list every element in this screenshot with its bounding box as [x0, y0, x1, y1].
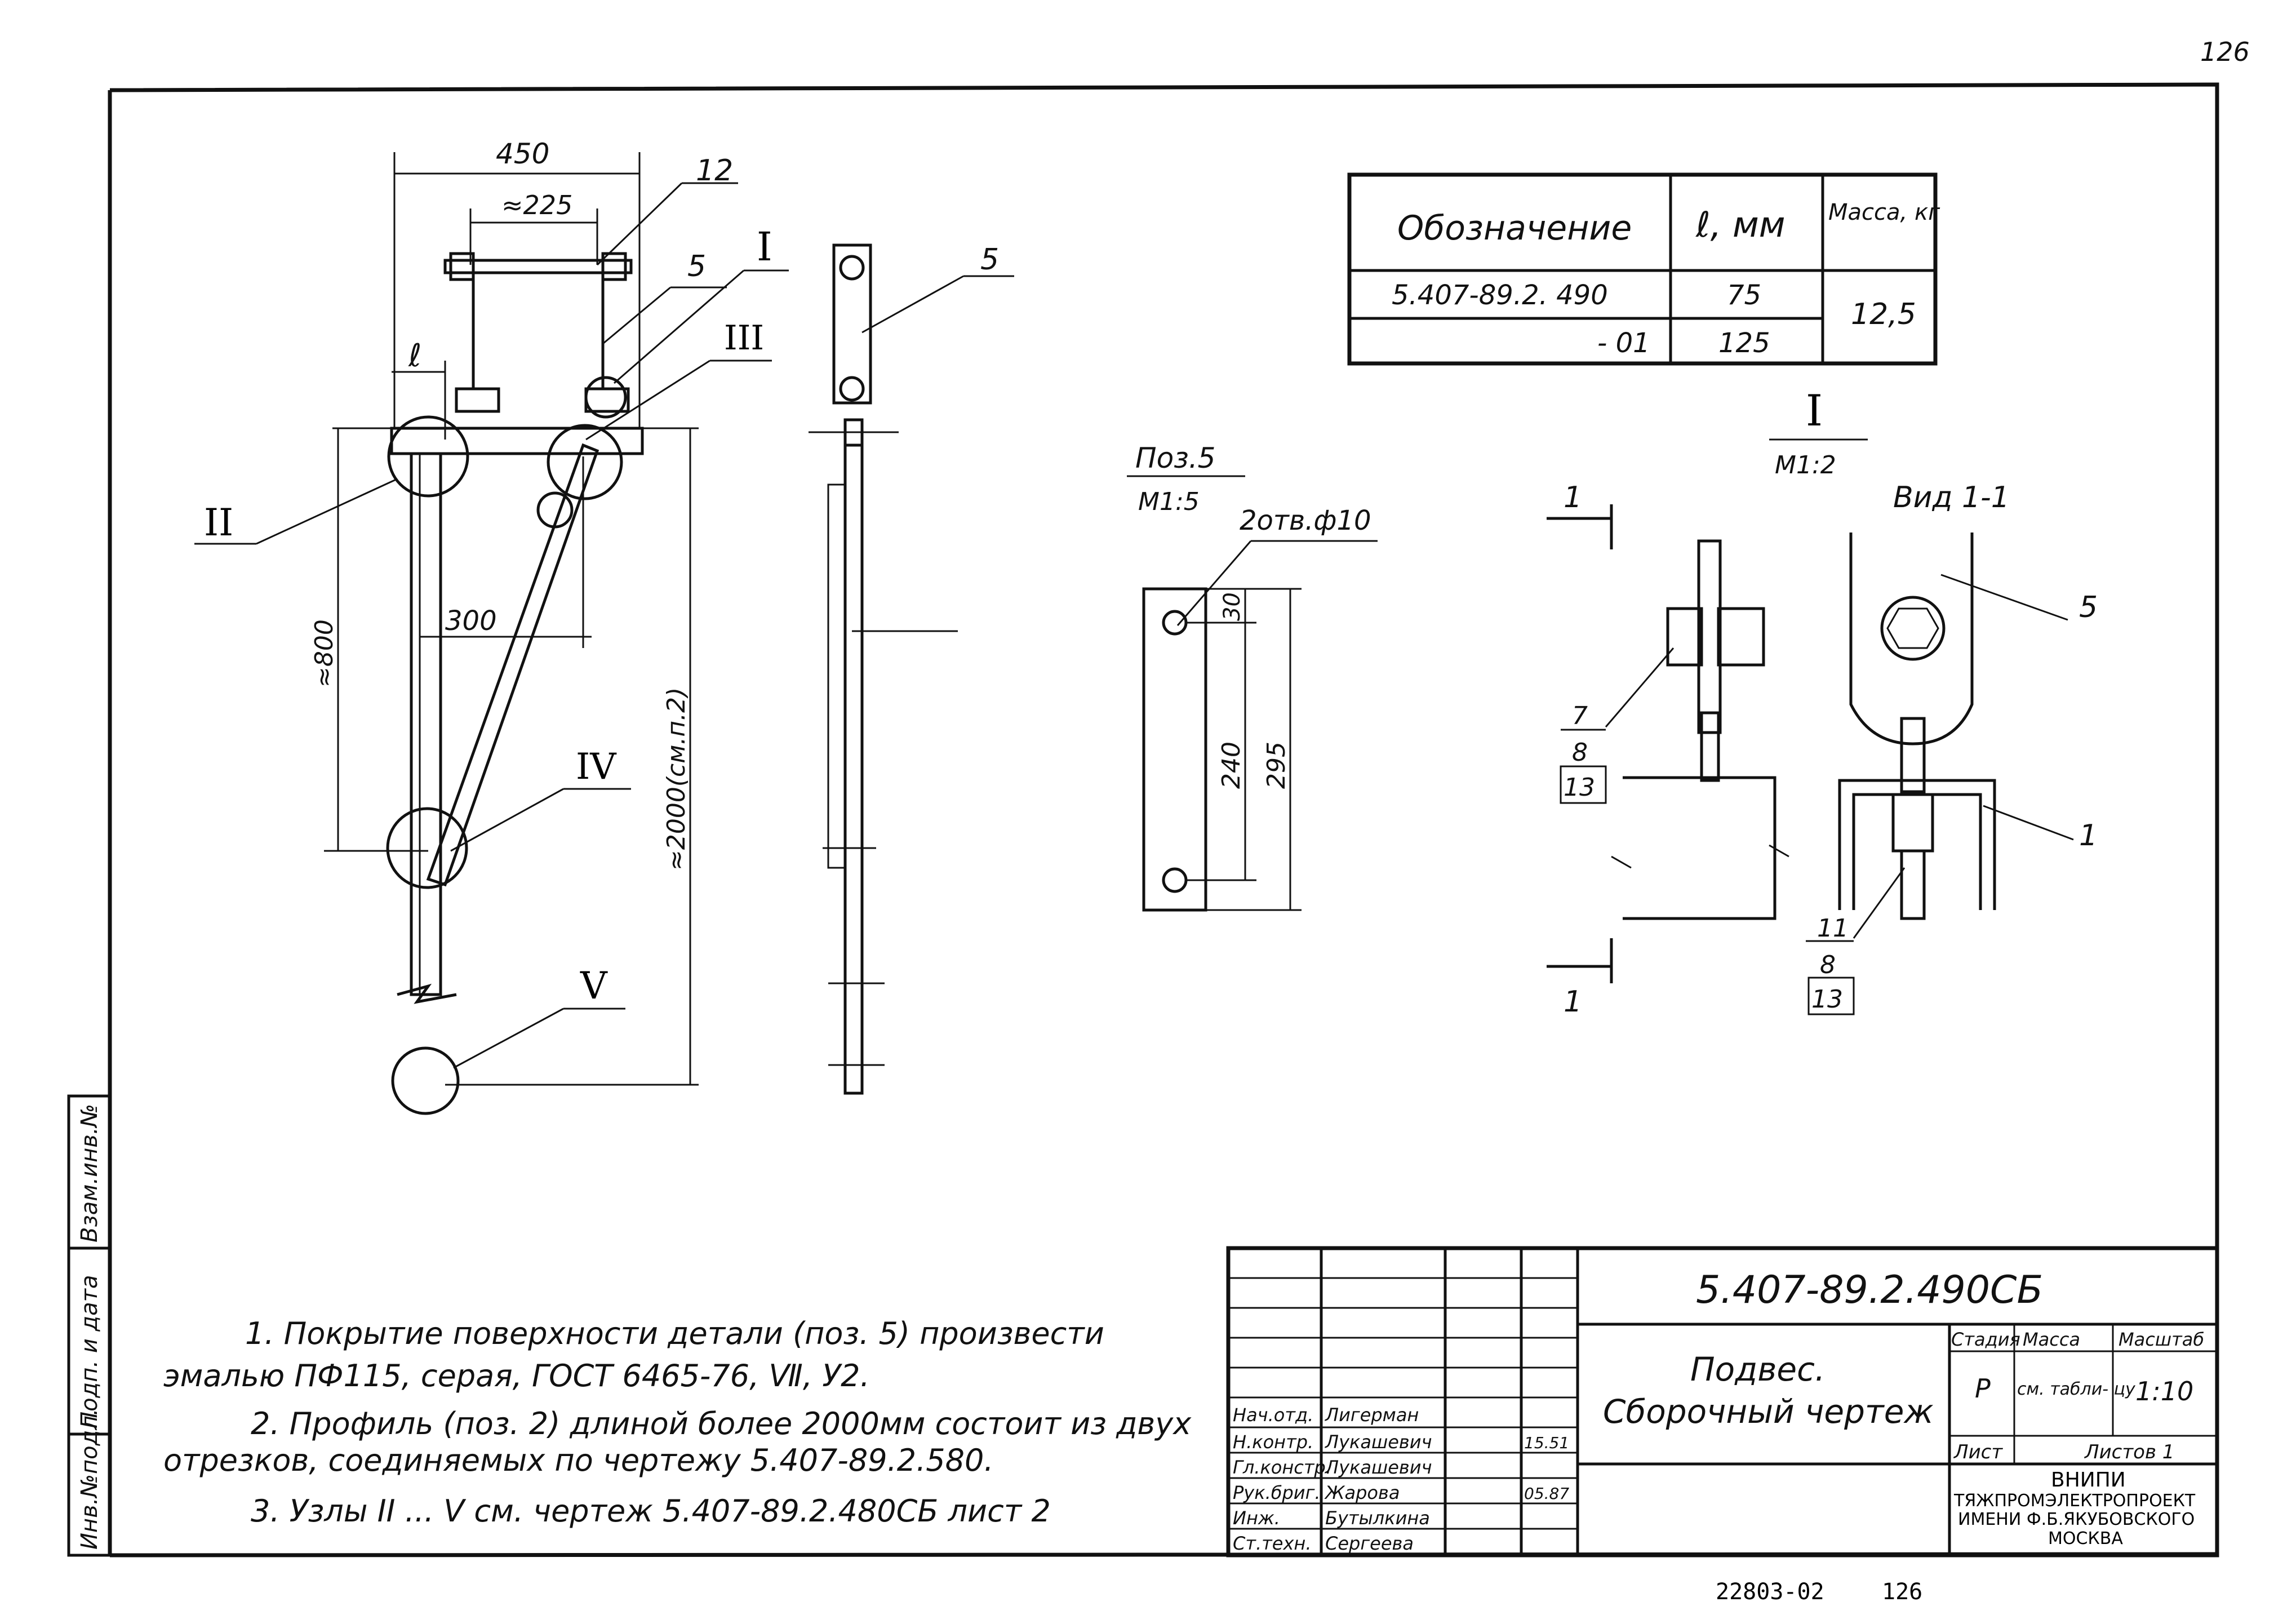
pos5-scale: М1:5	[1138, 487, 1200, 516]
note-line-1: 1. Покрытие поверхности детали (поз. 5) …	[245, 1316, 1104, 1351]
scale-header: Масштаб	[2118, 1329, 2204, 1350]
org-line-2: ТЯЖПРОМЭЛЕКТРОПРОЕКТ	[1953, 1491, 2196, 1511]
spec-row2-designation: - 01	[1597, 327, 1650, 359]
note-line-2: эмалью ПФ115, серая, ГОСТ 6465-76, Ⅶ, У2…	[163, 1358, 870, 1394]
org-line-4: МОСКВА	[2048, 1529, 2123, 1548]
spec-header-mass: Масса, кг	[1828, 199, 1940, 225]
sheet-label: Лист	[1953, 1441, 2003, 1463]
notes: 1. Покрытие поверхности детали (поз. 5) …	[163, 1316, 1192, 1529]
detail-I: I М1:2 1 1 7 8 13 Вид 1-1 5	[1547, 385, 2098, 1019]
side-view: 5	[809, 243, 1014, 1095]
node-II-label: II	[204, 501, 233, 544]
pos5-holes: 2отв.ф10	[1240, 505, 1371, 536]
spec-table: Обозначение ℓ, мм Масса, кг 5.407-89.2. …	[1347, 172, 1940, 366]
dim-2000: ≈2000(см.п.2)	[662, 687, 691, 871]
stamp-sign-date: Подп. и дата	[77, 1275, 103, 1428]
spec-mass: 12,5	[1851, 298, 1916, 331]
pos-5-front: 5	[687, 250, 706, 283]
title-line-2: Сборочный чертеж	[1603, 1392, 1934, 1431]
node-V-label: V	[580, 964, 608, 1008]
bottom-page: 126	[1882, 1579, 1922, 1605]
spec-header-length: ℓ, мм	[1695, 204, 1786, 245]
stage-value: Р	[1975, 1373, 1991, 1404]
det-pos-1: 1	[2079, 819, 2098, 853]
name-5: Бутылкина	[1325, 1507, 1430, 1529]
note-line-5: 3. Узлы II ... V см. чертеж 5.407-89.2.4…	[251, 1493, 1051, 1529]
corner-page-number: 126	[2200, 37, 2250, 67]
name-4: Жарова	[1324, 1482, 1400, 1503]
det-pos-8-left: 8	[1572, 738, 1588, 767]
title-line-1: Подвес.	[1690, 1350, 1825, 1388]
doc-code: 5.407-89.2.490СБ	[1696, 1268, 2043, 1312]
stage-header: Стадия	[1951, 1329, 2020, 1350]
role-4: Рук.бриг.	[1233, 1482, 1321, 1503]
name-3: Лукашевич	[1325, 1457, 1432, 1478]
dim-300: 300	[445, 605, 497, 637]
front-view: 450 ≈225 12 5 I III	[194, 137, 789, 1115]
title-block: Нач.отд. Лигерман Н.контр. Лукашевич 15.…	[1226, 1246, 2219, 1558]
name-6: Сергеева	[1325, 1533, 1414, 1554]
stamp-replace-inv: Взам.инв.№	[77, 1104, 103, 1243]
section-mark-bottom: 1	[1564, 985, 1582, 1019]
det-pos-11: 11	[1817, 914, 1849, 943]
name-1: Лигерман	[1325, 1404, 1419, 1426]
det-pos-8-right: 8	[1820, 951, 1836, 979]
dim-450: 450	[496, 137, 549, 170]
org-line-3: ИМЕНИ Ф.Б.ЯКУБОВСКОГО	[1958, 1510, 2195, 1529]
date-4: 05.87	[1524, 1484, 1569, 1503]
node-III-label: III	[724, 318, 764, 358]
det-pos-7: 7	[1572, 702, 1588, 730]
node-IV-label: IV	[576, 746, 617, 788]
note-line-3: 2. Профиль (поз. 2) длиной более 2000мм …	[251, 1406, 1192, 1441]
date-2: 15.51	[1524, 1434, 1569, 1452]
org-line-1: ВНИПИ	[2051, 1468, 2126, 1492]
pos-12: 12	[696, 154, 733, 188]
role-1: Нач.отд.	[1233, 1404, 1313, 1426]
role-3: Гл.констр.	[1233, 1457, 1331, 1478]
spec-row1-length: 75	[1727, 279, 1761, 311]
side-stamp: Инв.№подл. Подп. и дата Взам.инв.№	[67, 1094, 111, 1557]
stamp-inv-original: Инв.№подл.	[77, 1408, 103, 1550]
name-2: Лукашевич	[1325, 1431, 1432, 1453]
role-5: Инж.	[1233, 1507, 1280, 1529]
detail-I-scale: М1:2	[1775, 451, 1836, 480]
mass-value: см. табли- цу	[2017, 1379, 2136, 1399]
det-pos-13-right: 13	[1811, 985, 1843, 1014]
mass-header: Масса	[2023, 1329, 2080, 1350]
dim-800: ≈800	[310, 619, 339, 687]
pos5-dim-30: 30	[1219, 592, 1245, 621]
node-I-label: I	[757, 224, 772, 270]
pos-5-side: 5	[980, 243, 999, 277]
det-pos-5: 5	[2079, 591, 2098, 624]
pos5-dim-240: 240	[1217, 742, 1246, 789]
dim-l: ℓ	[408, 338, 421, 374]
sheets-label: Листов 1	[2084, 1441, 2174, 1463]
role-2: Н.контр.	[1233, 1431, 1313, 1453]
section-mark-top: 1	[1564, 481, 1582, 514]
bottom-code: 22803-02	[1716, 1579, 1824, 1605]
spec-row1-designation: 5.407-89.2. 490	[1392, 279, 1608, 311]
pos5-title: Поз.5	[1135, 442, 1215, 474]
spec-row2-length: 125	[1718, 327, 1770, 359]
pos5-dim-295: 295	[1262, 742, 1291, 789]
view-1-1-title: Вид 1-1	[1893, 481, 2010, 514]
spec-header-designation: Обозначение	[1397, 208, 1632, 248]
scale-value: 1:10	[2135, 1376, 2193, 1406]
pos5-detail: Поз.5 М1:5 2отв.ф10 30 240 295	[1127, 442, 1378, 912]
note-line-4: отрезков, соединяемых по чертежу 5.407-8…	[163, 1443, 993, 1478]
dim-225: ≈225	[501, 190, 572, 220]
detail-I-title: I	[1806, 385, 1823, 436]
det-pos-13-left: 13	[1564, 773, 1595, 802]
role-6: Ст.техн.	[1233, 1533, 1312, 1554]
